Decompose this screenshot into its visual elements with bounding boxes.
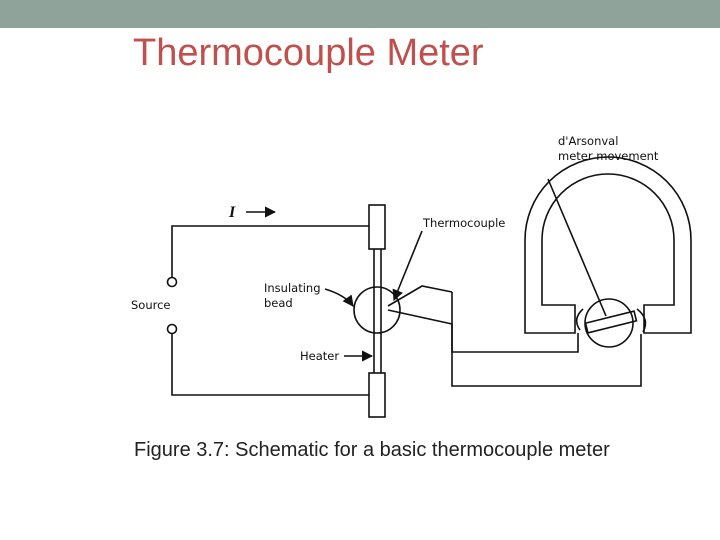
figure-caption: Figure 3.7: Schematic for a basic thermo… <box>134 439 610 461</box>
meter-label-line1: d'Arsonval <box>558 134 618 148</box>
heater-block-bottom <box>368 372 386 418</box>
insulating-bead-label-line2: bead <box>264 296 293 310</box>
heater-label: Heater <box>300 349 339 363</box>
insulating-bead-label-line1: Insulating <box>264 281 321 295</box>
heater-block-top <box>368 204 386 250</box>
meter-label-line2: meter movement <box>558 149 659 163</box>
current-label: I <box>228 204 236 221</box>
thermocouple-lead-lower <box>387 309 642 387</box>
thermocouple-lead-upper <box>387 285 453 307</box>
pole-piece-right <box>636 308 647 333</box>
thermocouple-label: Thermocouple <box>422 216 505 230</box>
source-wire-top <box>171 225 369 278</box>
pole-piece-left <box>575 308 584 331</box>
source-label: Source <box>131 298 171 312</box>
insulating-bead-leader <box>324 288 354 307</box>
coil-bar <box>584 310 638 334</box>
thermocouple-leader <box>392 230 423 302</box>
slide-top-bar <box>0 0 720 28</box>
meter-pointer <box>547 178 607 317</box>
source-wire-bottom <box>171 333 369 396</box>
meter-lead <box>451 292 579 353</box>
source-terminal-top <box>166 276 178 288</box>
source-terminal-bottom <box>166 323 178 335</box>
slide-title: Thermocouple Meter <box>133 32 484 74</box>
darsonval-magnet <box>524 156 692 334</box>
insulating-bead <box>353 286 401 334</box>
